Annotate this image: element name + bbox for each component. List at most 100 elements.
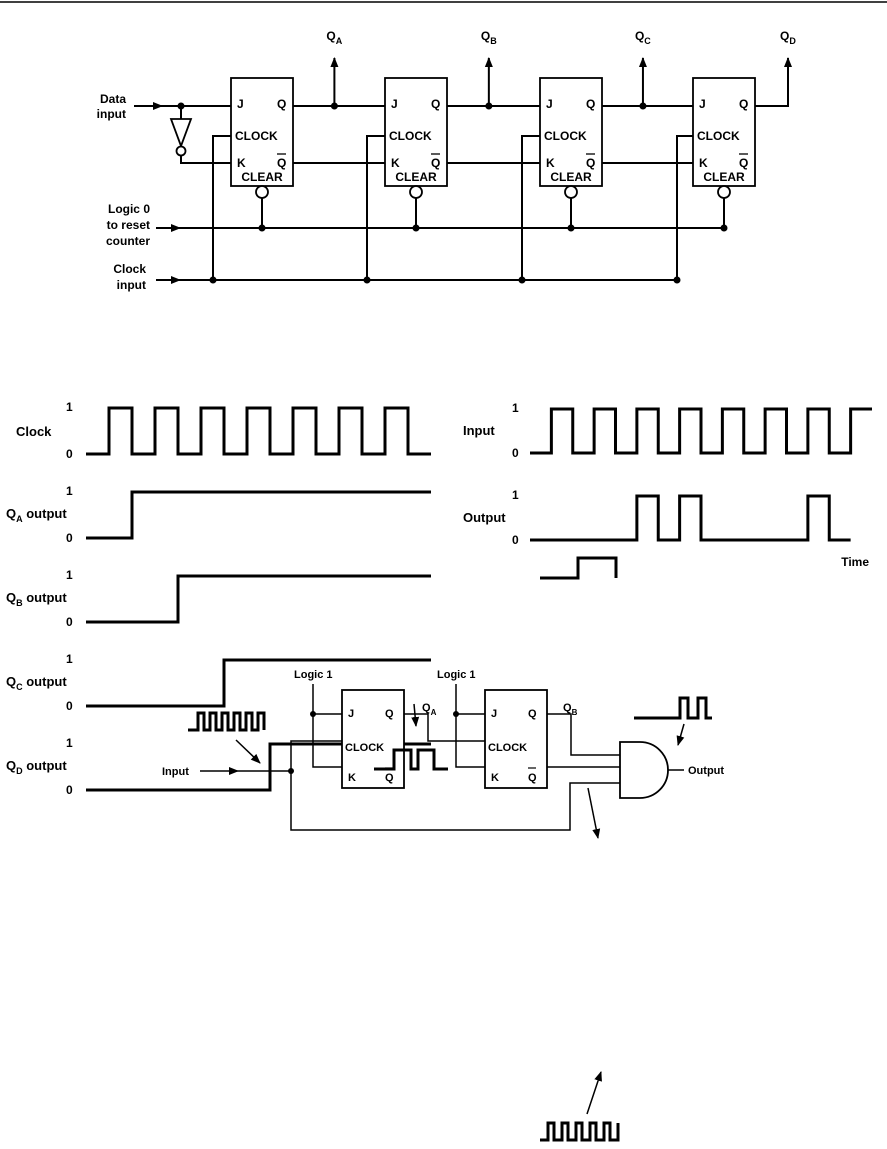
- detector-ff1-box: [341, 689, 405, 789]
- pulse-detector-circuit: J Q CLOCK K Q J Q CLOCK K Q Logic 1 Logi…: [162, 556, 724, 1142]
- ff1-reset-junction: [258, 224, 266, 232]
- mini-wave-input: [188, 711, 266, 732]
- reset-label-3: counter: [106, 234, 150, 248]
- detector-ff1-qbar: Q: [385, 772, 394, 784]
- ff2-clock: CLOCK: [389, 129, 432, 143]
- logic1-label-2: Logic 1: [437, 669, 476, 681]
- data-input-label-1: Data: [100, 92, 126, 106]
- ff2-j: J: [391, 97, 398, 111]
- inverter-to-k-wire: [180, 155, 231, 164]
- inverter-bubble: [175, 145, 187, 157]
- ff1-clock-wire: [212, 135, 231, 280]
- detector-ff2-j: J: [491, 708, 497, 720]
- detector-ff1-j: J: [348, 708, 354, 720]
- wave-qb: [86, 574, 431, 624]
- detector-ff1-k: K: [348, 772, 356, 784]
- ff1-k: K: [237, 156, 246, 170]
- row-label-output: Output: [463, 510, 506, 525]
- level-low-label: 0: [66, 615, 73, 629]
- data-input-label-2: input: [97, 107, 126, 121]
- detector-ff2-q: Q: [528, 708, 537, 720]
- ff3-clock-junction: [518, 276, 526, 284]
- mini-arrow-output: [676, 723, 685, 746]
- level-low-label: 0: [66, 447, 73, 461]
- clock-input-label-1: Clock: [113, 262, 146, 276]
- ff1-clock: CLOCK: [235, 129, 278, 143]
- ff4-clock: CLOCK: [697, 129, 740, 143]
- mini-wave-input-bottom: [540, 1121, 620, 1142]
- logic1-k-wire-2: [455, 684, 485, 768]
- ff1-clear-bubble: [255, 185, 269, 199]
- ff2-clock-wire: [366, 135, 385, 280]
- logic1-junction-1: [310, 711, 316, 717]
- inverter-symbol: [169, 118, 193, 149]
- ff4-q: Q: [739, 97, 748, 111]
- wave-clock: [86, 406, 431, 456]
- ff3-clear-bubble: [564, 185, 578, 199]
- detector-input-label: Input: [162, 766, 189, 778]
- and-gate: [619, 741, 669, 799]
- ff4-clock-junction: [673, 276, 681, 284]
- detector-qa-label: QA: [422, 702, 437, 717]
- detector-and-input3-wire: [290, 771, 620, 831]
- ff3-clock-wire: [521, 135, 540, 280]
- time-axis-label: Time: [841, 555, 869, 569]
- reset-label-2: to reset: [107, 218, 150, 232]
- mini-arrow-qa: [411, 703, 420, 727]
- ff3-j: J: [546, 97, 553, 111]
- shift-register-circuit: Data input Logic 0 to reset counter Cloc…: [97, 29, 797, 292]
- row-label-qa: QA output: [6, 506, 67, 524]
- wave-input: [530, 407, 872, 455]
- mini-arrow-qb: [587, 787, 601, 839]
- mini-arrow-input: [235, 739, 261, 764]
- ff1-clock-junction: [209, 276, 217, 284]
- ff2-k: K: [391, 156, 400, 170]
- wave-qc: [86, 658, 431, 708]
- row-label-qc: QC output: [6, 674, 67, 692]
- level-high-label: 1: [66, 652, 73, 666]
- row-label-qb: QB output: [6, 590, 67, 608]
- detector-ff1-q: Q: [385, 708, 394, 720]
- ff3-q: Q: [586, 97, 595, 111]
- wave-qa: [86, 490, 431, 540]
- mini-wave-qb: [540, 556, 618, 580]
- ff4-clear-bubble: [717, 185, 731, 199]
- detector-qb-wire: [547, 713, 620, 756]
- level-high-label: 1: [512, 488, 519, 502]
- logic1-label-1: Logic 1: [294, 669, 333, 681]
- ff3-clear: CLEAR: [550, 170, 592, 184]
- logic1-junction-2: [453, 711, 459, 717]
- ff4-reset-junction: [720, 224, 728, 232]
- mini-arrow-input-bottom: [586, 1071, 602, 1115]
- ff3-k: K: [546, 156, 555, 170]
- ff4-q-output-arrow: [755, 57, 792, 107]
- detector-ff1-clock: CLOCK: [345, 742, 384, 754]
- ff1-q: Q: [277, 97, 286, 111]
- level-low-label: 0: [66, 531, 73, 545]
- ff1-j: J: [237, 97, 244, 111]
- level-low-label: 0: [66, 699, 73, 713]
- ff4-clock-wire: [676, 135, 693, 280]
- ff3-reset-junction: [567, 224, 575, 232]
- level-high-label: 1: [66, 736, 73, 750]
- mini-wave-output: [634, 696, 712, 720]
- level-low-label: 0: [512, 446, 519, 460]
- level-high-label: 1: [66, 484, 73, 498]
- ff2-clear: CLEAR: [395, 170, 437, 184]
- reset-label-1: Logic 0: [108, 202, 150, 216]
- level-low-label: 0: [66, 783, 73, 797]
- wave-output: [530, 494, 851, 542]
- ff1-qbar: Q: [277, 156, 286, 170]
- level-high-label: 1: [66, 568, 73, 582]
- q-output-label-d: QD: [780, 29, 796, 46]
- detector-ff2-clock: CLOCK: [488, 742, 527, 754]
- detector-output-label: Output: [688, 765, 724, 777]
- level-high-label: 1: [66, 400, 73, 414]
- level-high-label: 1: [512, 401, 519, 415]
- detector-qb-label: QB: [563, 702, 578, 717]
- ff2-clock-junction: [363, 276, 371, 284]
- q-output-label-a: QA: [326, 29, 342, 46]
